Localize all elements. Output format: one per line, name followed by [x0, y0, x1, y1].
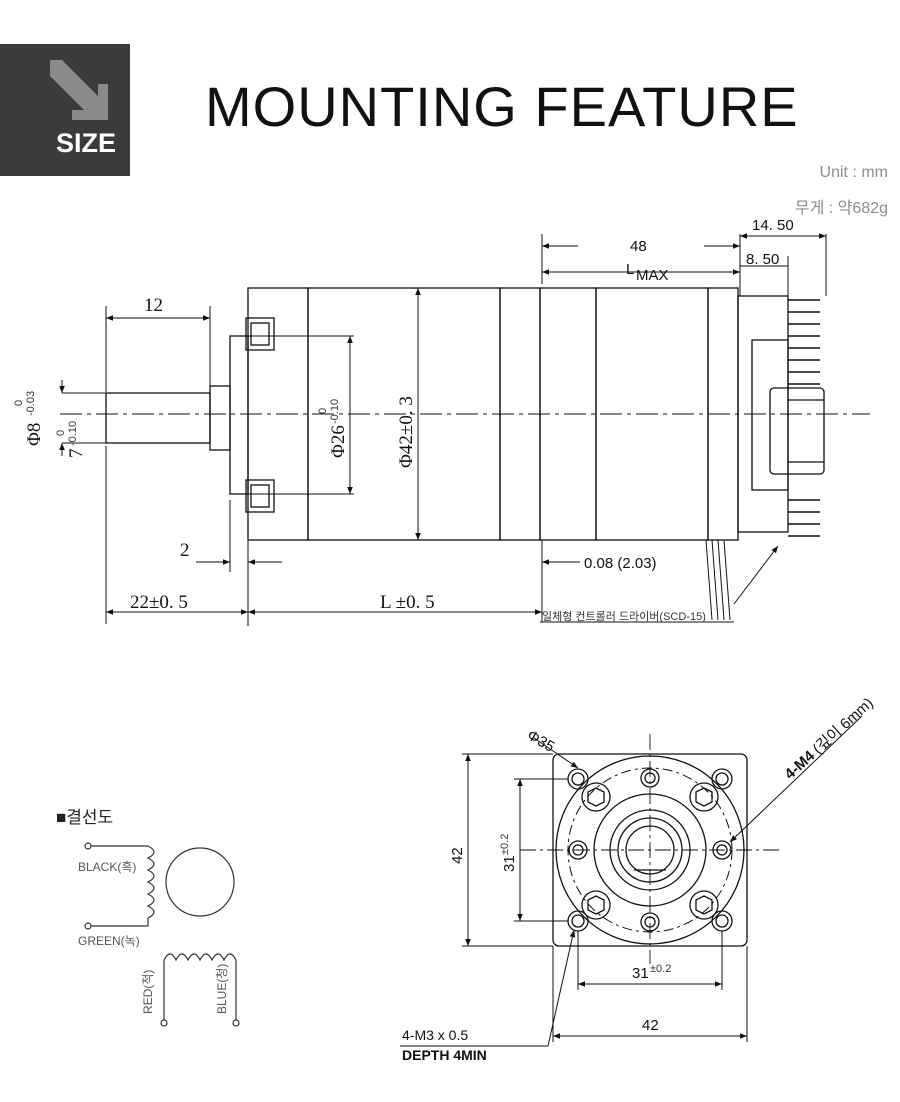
- screw-pocket-top: [245, 317, 275, 351]
- front-view: [520, 734, 782, 964]
- dim-depth: DEPTH 4MIN: [402, 1047, 487, 1063]
- svg-text:-0.10: -0.10: [67, 421, 79, 446]
- dim-L: L ±0. 5: [380, 592, 435, 613]
- svg-text:0: 0: [13, 400, 25, 406]
- page-title: MOUNTING FEATURE: [205, 75, 799, 138]
- side-view: [60, 287, 870, 621]
- svg-text:Φ8: Φ8: [24, 423, 45, 446]
- dim-lmax-sub: MAX: [636, 267, 669, 284]
- dim-shaft-dia: Φ8 -0.03 0: [13, 391, 45, 446]
- dim-008: 0.08 (2.03): [584, 555, 657, 572]
- dim-31-tol-bottom: ±0.2: [650, 963, 671, 975]
- svg-text:4-M4: 4-M4: [781, 747, 818, 783]
- dim-12: 12: [144, 295, 163, 316]
- front-dimensions: [400, 715, 863, 1047]
- wire-green: GREEN(녹): [78, 934, 140, 948]
- hex-screws: [581, 782, 719, 920]
- svg-text:Φ42±0. 3: Φ42±0. 3: [396, 396, 417, 468]
- m4-holes: [568, 768, 732, 932]
- driver-label: 일체형 컨트롤러 드라이버(SCD-15): [542, 609, 706, 623]
- svg-text:-0.03: -0.03: [25, 391, 37, 416]
- svg-text:31: 31: [501, 855, 518, 872]
- dim-8-50: 8. 50: [746, 251, 779, 268]
- dim-m3: 4-M3 x 0.5: [402, 1027, 468, 1043]
- dim-lmax-l: L: [626, 261, 634, 278]
- dim-phi35: Φ35: [524, 727, 557, 756]
- svg-text:0: 0: [55, 430, 67, 436]
- unit-label: Unit : mm: [819, 164, 888, 181]
- dim-42-left: 42: [449, 847, 466, 864]
- arrow-down-right-icon: [50, 60, 108, 120]
- dim-48: 48: [630, 238, 647, 255]
- dim-shaft-flat: 7 -0.10 0: [55, 421, 87, 458]
- dim-31-bottom: 31: [632, 965, 649, 982]
- wire-black: BLACK(흑): [78, 860, 136, 874]
- size-badge: [0, 44, 130, 176]
- dim-2: 2: [180, 540, 190, 561]
- dim-m4: 4-M4 (깊이 6mm): [781, 695, 876, 783]
- dim-body: Φ42±0. 3: [396, 396, 417, 468]
- dim-22: 22±0. 5: [130, 592, 188, 613]
- lead-wires: [705, 539, 731, 621]
- svg-text:Φ26: Φ26: [328, 425, 349, 458]
- wiring-title: ■결선도: [56, 808, 113, 827]
- coil-b: [163, 953, 237, 962]
- svg-text:-0.10: -0.10: [329, 399, 341, 424]
- connector: [769, 387, 825, 475]
- pilot-flange: [229, 335, 249, 495]
- driver-pins: [788, 299, 820, 537]
- shaft-shoulder: [209, 385, 231, 451]
- shaft: [105, 392, 211, 444]
- weight-label: 무게 : 약682g: [794, 200, 888, 217]
- coil-a: [146, 845, 155, 919]
- svg-text:0: 0: [317, 408, 329, 414]
- side-dimensions: [59, 233, 827, 626]
- dim-42-bottom: 42: [642, 1017, 659, 1034]
- wire-red: RED(적): [141, 970, 155, 1014]
- wiring-diagram: ■결선도 BLACK(흑) GREEN(녹) RED(적) BLUE(청): [56, 808, 240, 1027]
- svg-text:(깊이 6mm): (깊이 6mm): [810, 695, 877, 758]
- dim-31-left: 31 ±0.2: [499, 834, 518, 872]
- badge-label: SIZE: [56, 128, 117, 158]
- wire-blue: BLUE(청): [215, 964, 229, 1014]
- dim-14-50: 14. 50: [752, 217, 794, 234]
- screw-pocket-bottom: [245, 479, 275, 513]
- svg-text:7: 7: [66, 449, 87, 459]
- svg-text:±0.2: ±0.2: [499, 834, 511, 855]
- rotor-symbol: [165, 847, 235, 917]
- dim-pilot: Φ26 -0.10 0: [317, 399, 349, 458]
